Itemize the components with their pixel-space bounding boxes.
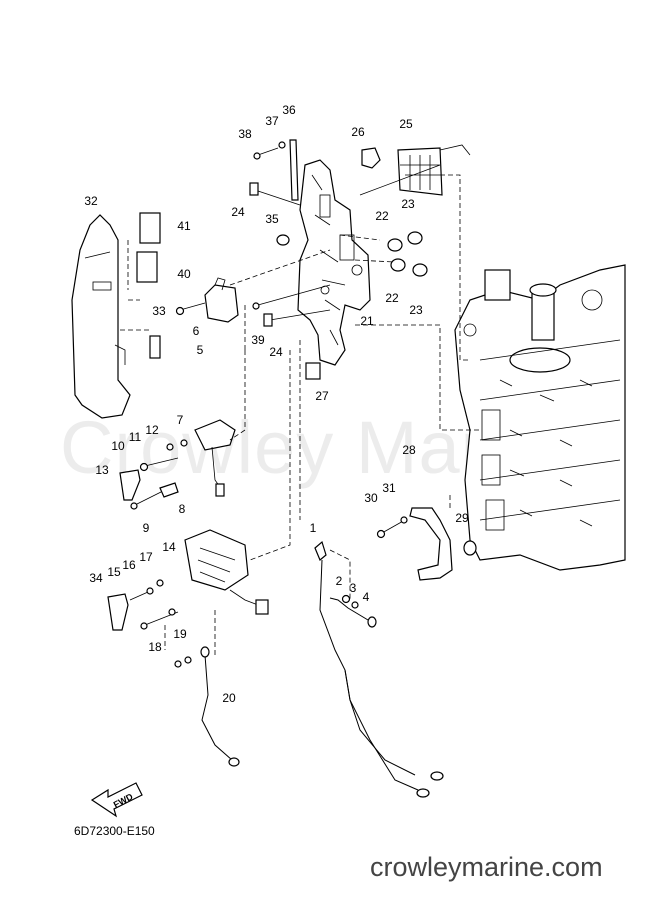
callout-20: 20 [222,691,236,705]
collar-12 [180,439,188,447]
callout-7: 7 [176,413,184,427]
cap-34 [107,593,129,631]
callout-26: 26 [351,125,365,139]
callout-24a: 24 [231,205,245,219]
washer-31 [400,516,408,524]
connector-25 [359,144,471,196]
callout-6: 6 [192,324,200,338]
callout-39: 39 [251,333,265,347]
callout-28: 28 [402,443,416,457]
callout-25: 25 [399,117,413,131]
collar-23b [412,263,428,277]
cable-tie-36 [289,139,299,201]
callout-23a: 23 [401,197,415,211]
callout-23b: 23 [409,303,423,317]
callout-36: 36 [282,103,296,117]
callout-34: 34 [89,571,103,585]
clamp-26 [361,147,381,169]
callout-4: 4 [362,590,370,604]
cap-13 [119,469,141,501]
assembly-lines [120,174,480,655]
bolt-39 [257,284,331,306]
bracket-28 [409,507,453,581]
callout-11: 11 [128,430,142,444]
callout-38: 38 [238,127,252,141]
decal-40 [136,251,158,283]
callout-31: 31 [382,481,396,495]
callout-19: 19 [173,627,187,641]
callout-5: 5 [196,343,204,357]
clip-33 [149,335,161,359]
callout-41: 41 [177,219,191,233]
callout-15: 15 [107,565,121,579]
cdi-unit-7 [194,419,236,497]
bolt-10 [144,457,179,467]
clamp-8 [159,482,179,498]
callout-32: 32 [84,194,98,208]
bolt-6 [175,302,206,316]
washer-19 [168,608,176,616]
relay-5 [204,277,239,323]
callout-8: 8 [178,502,186,516]
callout-12: 12 [145,423,159,437]
callout-37: 37 [265,114,279,128]
callout-10: 10 [111,439,125,453]
holder-27 [305,362,321,380]
decal-41 [139,212,161,244]
bolt-15 [129,591,149,601]
callout-9: 9 [142,521,150,535]
callout-1: 1 [309,521,317,535]
grommet-29 [463,540,477,556]
cover-panel [71,214,131,419]
site-url[interactable]: crowleymarine.com [370,852,603,882]
callout-13: 13 [95,463,109,477]
spacer-22b [390,258,406,272]
washer-37 [278,141,286,149]
fwd-arrow-icon: FWD [90,782,143,818]
collar-23a [407,231,423,245]
bolt-24-lower [269,309,331,321]
callout-2: 2 [335,574,343,588]
washer-16 [146,587,154,595]
diagram-code: 6D72300-E150 [74,824,155,838]
callout-29: 29 [455,511,469,525]
callout-22a: 22 [375,209,389,223]
spacer-22a [387,238,403,252]
collar-17 [156,579,164,587]
callout-16: 16 [122,558,136,572]
callout-35: 35 [265,212,279,226]
callout-33: 33 [152,304,166,318]
callout-24b: 24 [269,345,283,359]
grommet-35 [276,234,290,246]
callout-18: 18 [148,640,162,654]
bolt-9 [134,489,166,506]
bolt-24-upper [254,189,301,206]
engine-block [454,264,626,571]
callout-40: 40 [177,267,191,281]
lead-wire-20 [174,646,240,767]
callout-21: 21 [360,314,374,328]
callout-3: 3 [349,581,357,595]
electrical-bracket [297,159,371,366]
callout-17: 17 [139,550,153,564]
callout-27: 27 [315,389,329,403]
rectifier-14 [184,529,269,615]
washer-11 [166,443,174,451]
bolt-38 [257,147,279,156]
callout-14: 14 [162,540,176,554]
callout-30: 30 [364,491,378,505]
lead-wire-1 [314,540,444,798]
callout-22b: 22 [385,291,399,305]
